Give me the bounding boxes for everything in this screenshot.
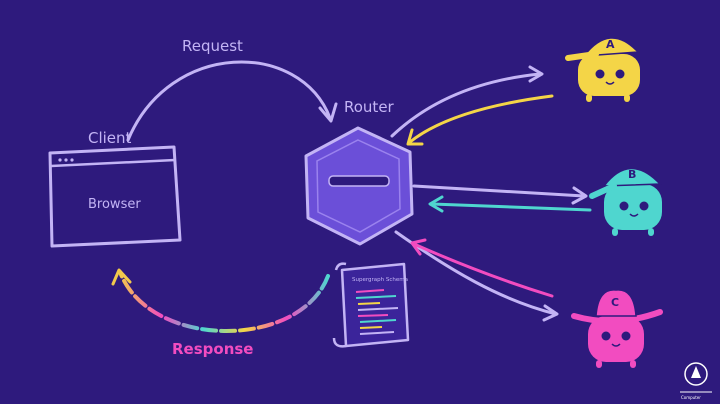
schema-label: Supergraph Schema <box>352 277 408 283</box>
router-node <box>304 126 414 246</box>
router-label: Router <box>344 98 395 116</box>
subgraph-c-to-router <box>410 238 554 298</box>
subgraph-b-to-router <box>428 195 592 213</box>
router-to-subgraph-a <box>390 65 544 138</box>
client-label: Client <box>88 129 132 147</box>
subgraph-b-character <box>589 167 662 236</box>
subgraph-a-letter: A <box>606 38 615 51</box>
request-arrow <box>126 60 338 142</box>
supergraph-schema-scroll <box>332 262 410 348</box>
subgraph-b-letter: B <box>628 168 636 181</box>
router-to-subgraph-b <box>412 184 588 205</box>
watermark-logo <box>680 362 712 393</box>
subgraph-c-letter: C <box>611 296 619 309</box>
subgraph-a-to-router <box>406 94 554 146</box>
client-browser-window <box>48 145 182 248</box>
subgraph-a-character <box>565 37 640 102</box>
browser-label: Browser <box>88 197 141 212</box>
subgraph-c-character <box>571 289 663 368</box>
watermark-text: Computer <box>681 395 701 400</box>
response-label: Response <box>172 340 253 358</box>
request-label: Request <box>182 37 243 55</box>
response-arrow <box>111 268 330 333</box>
